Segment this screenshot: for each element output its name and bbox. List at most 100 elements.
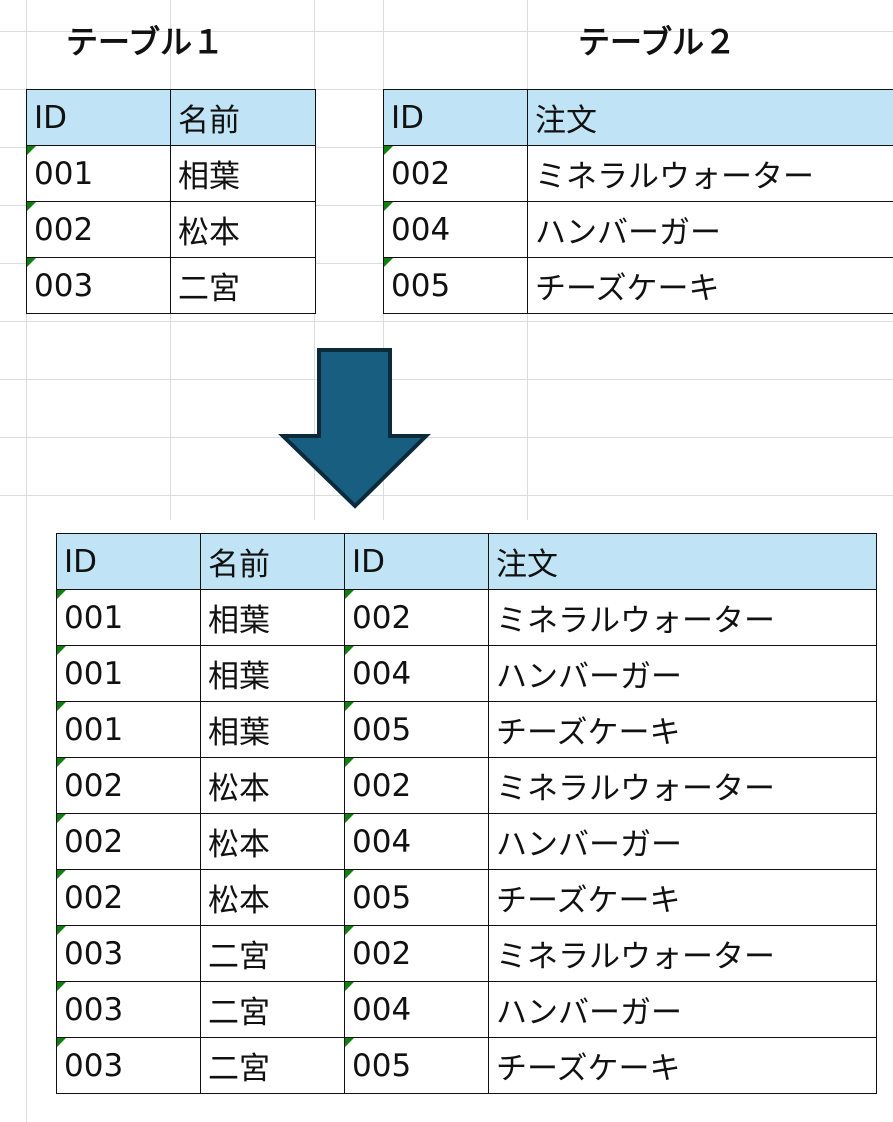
table-row: 003 二宮 004 ハンバーガー — [56, 981, 877, 1038]
name-cell[interactable]: 二宮 — [200, 981, 345, 1038]
name-cell[interactable]: 相葉 — [170, 145, 316, 202]
name-cell[interactable]: 松本 — [200, 757, 345, 814]
table-row: 003 二宮 — [26, 257, 316, 314]
order-cell[interactable]: チーズケーキ — [488, 1037, 877, 1094]
text-number-indicator-icon — [384, 258, 393, 267]
text-number-indicator-icon — [384, 202, 393, 211]
table-row: 002 松本 002 ミネラルウォーター — [56, 757, 877, 814]
table1: ID 名前 001 相葉 002 松本 003 二宮 — [26, 89, 316, 314]
id-cell[interactable]: 001 — [56, 701, 201, 758]
id-cell[interactable]: 002 — [26, 201, 171, 258]
name-cell[interactable]: 相葉 — [200, 645, 345, 702]
text-number-indicator-icon — [345, 590, 354, 599]
text-number-indicator-icon — [384, 146, 393, 155]
table-row: 002 ミネラルウォーター — [383, 145, 893, 202]
result-table: ID 名前 ID 注文 001 相葉 002 ミネラルウォーター 001 相葉 … — [56, 533, 877, 1094]
header-cell[interactable]: 名前 — [170, 89, 316, 146]
header-cell[interactable]: ID — [56, 533, 201, 590]
id-cell[interactable]: 003 — [56, 1037, 201, 1094]
table-row: 001 相葉 002 ミネラルウォーター — [56, 589, 877, 646]
text-number-indicator-icon — [345, 646, 354, 655]
table-row: 002 松本 005 チーズケーキ — [56, 869, 877, 926]
id-cell[interactable]: 002 — [56, 869, 201, 926]
id-cell[interactable]: 004 — [344, 813, 489, 870]
name-cell[interactable]: 松本 — [170, 201, 316, 258]
id-cell[interactable]: 002 — [344, 757, 489, 814]
id-cell[interactable]: 005 — [344, 701, 489, 758]
name-cell[interactable]: 二宮 — [200, 1037, 345, 1094]
text-number-indicator-icon — [57, 758, 66, 767]
header-cell[interactable]: 名前 — [200, 533, 345, 590]
order-cell[interactable]: ミネラルウォーター — [488, 757, 877, 814]
text-number-indicator-icon — [57, 590, 66, 599]
table1-title: テーブル１ — [66, 23, 225, 61]
id-cell[interactable]: 005 — [344, 869, 489, 926]
header-cell[interactable]: ID — [344, 533, 489, 590]
order-cell[interactable]: ハンバーガー — [488, 645, 877, 702]
order-cell[interactable]: ハンバーガー — [527, 201, 893, 258]
text-number-indicator-icon — [57, 814, 66, 823]
id-cell[interactable]: 004 — [383, 201, 528, 258]
order-cell[interactable]: チーズケーキ — [527, 257, 893, 314]
order-cell[interactable]: ミネラルウォーター — [527, 145, 893, 202]
text-number-indicator-icon — [57, 870, 66, 879]
id-cell[interactable]: 003 — [26, 257, 171, 314]
name-cell[interactable]: 二宮 — [200, 925, 345, 982]
text-number-indicator-icon — [27, 258, 36, 267]
header-cell[interactable]: 注文 — [488, 533, 877, 590]
table1-header-row: ID 名前 — [26, 89, 316, 146]
down-arrow-icon[interactable] — [278, 346, 432, 514]
id-cell[interactable]: 001 — [56, 589, 201, 646]
id-cell[interactable]: 001 — [26, 145, 171, 202]
id-cell[interactable]: 002 — [56, 757, 201, 814]
table-row: 001 相葉 — [26, 145, 316, 202]
table-row: 004 ハンバーガー — [383, 201, 893, 258]
header-cell[interactable]: ID — [383, 89, 528, 146]
order-cell[interactable]: ハンバーガー — [488, 813, 877, 870]
table-row: 003 二宮 002 ミネラルウォーター — [56, 925, 877, 982]
text-number-indicator-icon — [57, 1038, 66, 1047]
order-cell[interactable]: チーズケーキ — [488, 701, 877, 758]
table-row: 003 二宮 005 チーズケーキ — [56, 1037, 877, 1094]
text-number-indicator-icon — [345, 702, 354, 711]
name-cell[interactable]: 松本 — [200, 869, 345, 926]
text-number-indicator-icon — [345, 926, 354, 935]
text-number-indicator-icon — [345, 814, 354, 823]
order-cell[interactable]: ハンバーガー — [488, 981, 877, 1038]
id-cell[interactable]: 002 — [344, 589, 489, 646]
text-number-indicator-icon — [57, 646, 66, 655]
text-number-indicator-icon — [27, 202, 36, 211]
id-cell[interactable]: 003 — [56, 925, 201, 982]
text-number-indicator-icon — [57, 982, 66, 991]
header-cell[interactable]: 注文 — [527, 89, 893, 146]
id-cell[interactable]: 005 — [383, 257, 528, 314]
result-header-row: ID 名前 ID 注文 — [56, 533, 877, 590]
id-cell[interactable]: 002 — [56, 813, 201, 870]
id-cell[interactable]: 004 — [344, 645, 489, 702]
name-cell[interactable]: 相葉 — [200, 701, 345, 758]
table2-title: テーブル２ — [578, 23, 737, 61]
text-number-indicator-icon — [27, 146, 36, 155]
text-number-indicator-icon — [345, 1038, 354, 1047]
text-number-indicator-icon — [57, 926, 66, 935]
order-cell[interactable]: チーズケーキ — [488, 869, 877, 926]
table2-header-row: ID 注文 — [383, 89, 893, 146]
name-cell[interactable]: 松本 — [200, 813, 345, 870]
id-cell[interactable]: 003 — [56, 981, 201, 1038]
header-cell[interactable]: ID — [26, 89, 171, 146]
text-number-indicator-icon — [345, 870, 354, 879]
id-cell[interactable]: 001 — [56, 645, 201, 702]
name-cell[interactable]: 相葉 — [200, 589, 345, 646]
table-row: 002 松本 004 ハンバーガー — [56, 813, 877, 870]
name-cell[interactable]: 二宮 — [170, 257, 316, 314]
id-cell[interactable]: 002 — [383, 145, 528, 202]
order-cell[interactable]: ミネラルウォーター — [488, 589, 877, 646]
table-row: 001 相葉 005 チーズケーキ — [56, 701, 877, 758]
table-row: 002 松本 — [26, 201, 316, 258]
table-row: 005 チーズケーキ — [383, 257, 893, 314]
id-cell[interactable]: 005 — [344, 1037, 489, 1094]
id-cell[interactable]: 004 — [344, 981, 489, 1038]
order-cell[interactable]: ミネラルウォーター — [488, 925, 877, 982]
text-number-indicator-icon — [345, 982, 354, 991]
id-cell[interactable]: 002 — [344, 925, 489, 982]
